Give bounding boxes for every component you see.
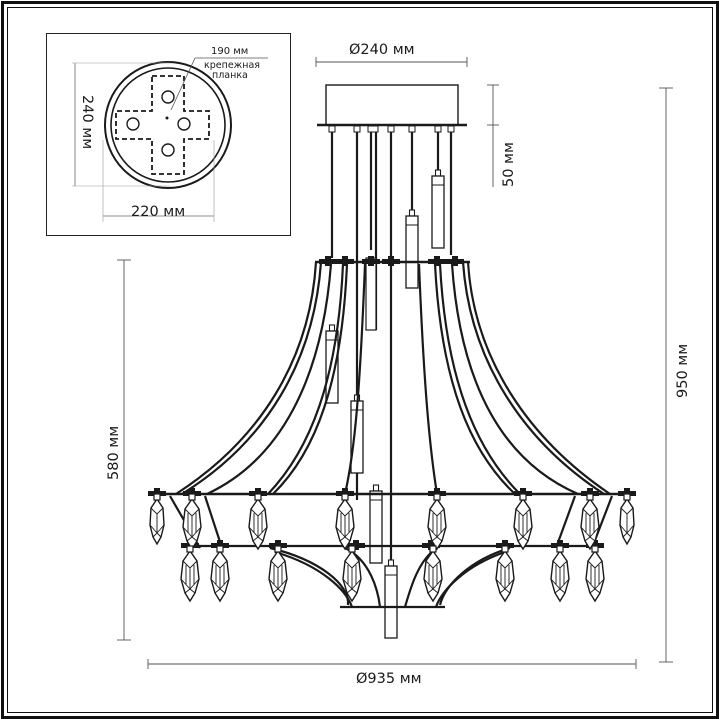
total-height-label: 950 мм: [675, 343, 691, 398]
inner-frame-border: [7, 7, 713, 713]
body-diameter-label: Ø935 мм: [356, 671, 422, 687]
inset-canopy-height-label: 240 мм: [79, 95, 95, 150]
canopy-top-view-inset: [46, 33, 291, 236]
inset-canopy-width-label: 220 мм: [131, 204, 186, 220]
body-height-label: 580 мм: [106, 425, 122, 480]
upper-ring: [315, 256, 470, 266]
mounting-plate-label: крепежная планка: [204, 61, 260, 80]
suspension-rods: [328, 125, 455, 560]
main-ring: [148, 488, 636, 498]
inner-ring: [169, 495, 614, 609]
mounting-plate-width-label: 190 мм: [211, 46, 249, 57]
ceiling-canopy: [317, 84, 467, 127]
mounting-plate-label-line2: планка: [212, 69, 248, 81]
canopy-diameter-label: Ø240 мм: [349, 42, 415, 58]
inset-canopy-circle: [72, 57, 268, 222]
dimension-lines: [117, 57, 673, 669]
mounting-plate-label-line1: крепежная: [204, 60, 260, 71]
canopy-height-label: 50 мм: [501, 142, 517, 187]
curved-frame-arms: [175, 261, 611, 496]
